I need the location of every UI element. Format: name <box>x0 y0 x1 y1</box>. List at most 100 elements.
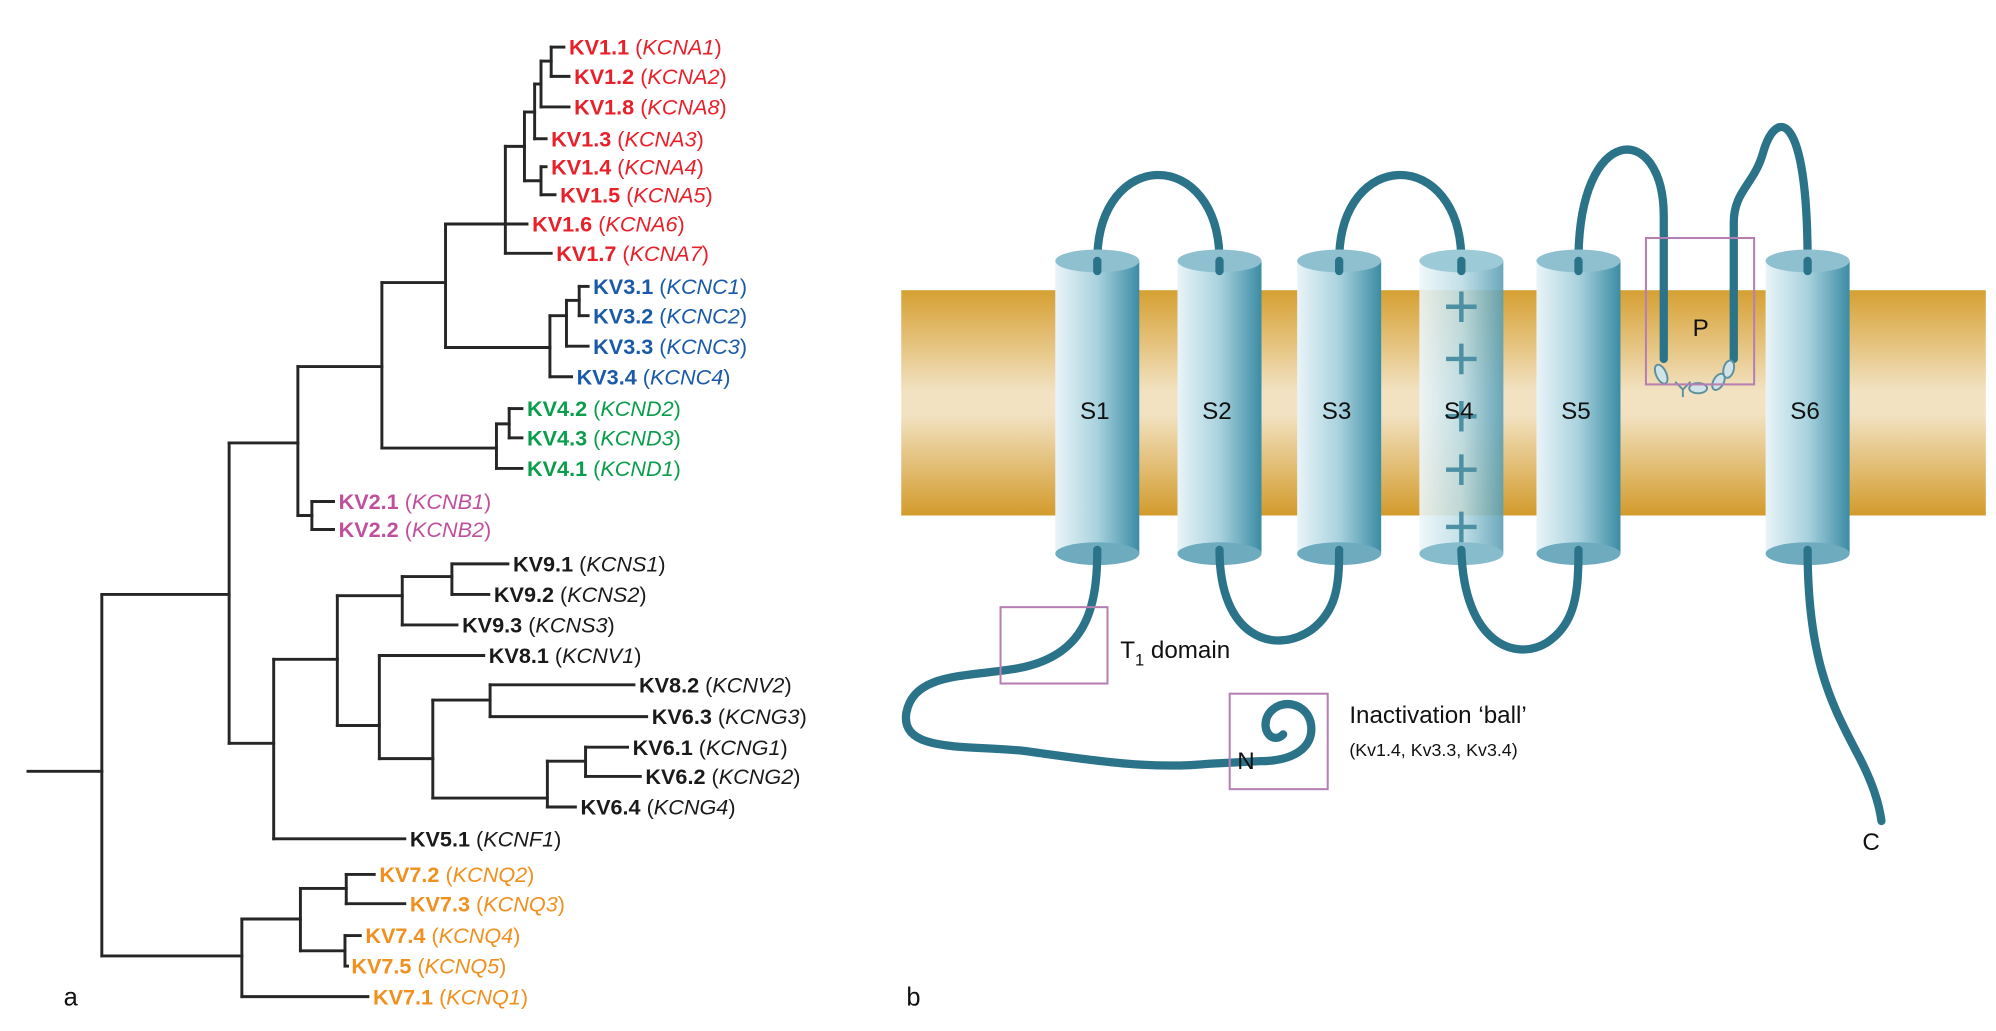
label-s5: S5 <box>1561 398 1591 425</box>
protein-name: KV6.3 <box>652 704 712 729</box>
tree-leaf-label: KV2.1 (KCNB1) <box>339 489 492 514</box>
protein-name: KV9.2 <box>494 582 554 607</box>
tree-leaf-label: KV9.3 (KCNS3) <box>462 613 615 638</box>
protein-name: KV1.3 <box>551 126 611 151</box>
gene-name: KCNB2 <box>412 517 484 542</box>
positive-charge-icons <box>1446 291 1477 543</box>
loop-s4-s5 <box>1457 545 1583 654</box>
gene-name: KCNC4 <box>650 364 723 389</box>
channel-topology-diagram: S1 S2 S3 S4 S5 S6 P T1 domain Inactivati… <box>901 122 1986 856</box>
n-terminus-label: N <box>1237 748 1254 775</box>
gene-name: KCNC3 <box>667 334 740 359</box>
tree-leaf-label: KV8.2 (KCNV2) <box>639 672 792 697</box>
tree-leaf-label: KV8.1 (KCNV1) <box>489 643 642 668</box>
gene-name: KCNC2 <box>667 303 740 328</box>
protein-name: KV6.2 <box>645 764 705 789</box>
tree-leaf-label: KV7.3 (KCNQ3) <box>410 891 565 916</box>
n-terminal-chain <box>902 545 1316 770</box>
tree-leaf-label: KV6.1 (KCNG1) <box>633 735 788 760</box>
gene-name: KCNG1 <box>706 735 781 760</box>
label-s4: S4 <box>1444 398 1474 425</box>
tree-branches <box>26 45 649 999</box>
loop-stubs <box>1093 256 1812 276</box>
tree-leaf-label: KV6.3 (KCNG3) <box>652 704 807 729</box>
segment-labels: S1 S2 S3 S4 S5 S6 P <box>1080 315 1820 425</box>
gene-name: KCNQ1 <box>446 984 521 1009</box>
gene-name: KCNQ5 <box>425 954 500 979</box>
gene-name: KCNQ2 <box>453 862 528 887</box>
tree-leaf-label: KV1.2 (KCNA2) <box>574 64 727 89</box>
tree-leaf-label: KV1.3 (KCNA3) <box>551 126 704 151</box>
protein-name: KV6.1 <box>633 735 693 760</box>
gene-name: KCNA3 <box>625 126 697 151</box>
loop-s2-s3 <box>1215 545 1344 645</box>
protein-name: KV1.7 <box>556 241 616 266</box>
panel-a-letter: a <box>64 984 79 1012</box>
gene-name: KCNA2 <box>647 64 719 89</box>
tree-leaf-label: KV3.3 (KCNC3) <box>593 334 747 359</box>
gene-name: KCNG2 <box>719 764 794 789</box>
loop-s5-pore <box>1574 145 1668 364</box>
gene-name: KCNS1 <box>586 552 658 577</box>
protein-name: KV3.1 <box>593 274 653 299</box>
protein-name: KV7.1 <box>373 984 433 1009</box>
protein-name: KV4.1 <box>527 456 587 481</box>
tree-leaf-label: KV4.1 (KCND1) <box>527 456 681 481</box>
protein-name: KV3.2 <box>593 303 653 328</box>
tree-leaf-label: KV1.1 (KCNA1) <box>569 35 722 60</box>
gene-name: KCNG3 <box>725 704 800 729</box>
tree-leaf-label: KV1.8 (KCNA8) <box>574 95 727 120</box>
tree-leaf-label: KV5.1 (KCNF1) <box>410 826 561 851</box>
helix-s6 <box>1765 249 1850 566</box>
tree-leaf-label: KV4.3 (KCND3) <box>527 425 681 450</box>
c-terminus-label: C <box>1862 829 1879 856</box>
t1-domain-box <box>999 606 1109 685</box>
tree-leaf-label: KV1.5 (KCNA5) <box>560 182 713 207</box>
protein-name: KV2.1 <box>339 489 399 514</box>
pore-box <box>1644 237 1756 386</box>
tree-leaf-label: KV1.4 (KCNA4) <box>551 154 704 179</box>
gene-name: KCNV1 <box>562 643 634 668</box>
gene-name: KCNV2 <box>712 672 784 697</box>
tree-leaf-label: KV3.2 (KCNC2) <box>593 303 747 328</box>
gene-name: KCNG4 <box>654 795 729 820</box>
gene-name: KCNB1 <box>412 489 484 514</box>
tree-leaf-label: KV2.2 (KCNB2) <box>339 517 492 542</box>
loop-s3-s4 <box>1335 171 1466 266</box>
protein-name: KV1.5 <box>560 182 620 207</box>
protein-name: KV1.1 <box>569 35 629 60</box>
gene-name: KCND2 <box>600 396 673 421</box>
tree-leaf-label: KV1.6 (KCNA6) <box>532 212 685 237</box>
protein-name: KV3.4 <box>577 364 637 389</box>
protein-name: KV7.2 <box>379 862 439 887</box>
protein-name: KV2.2 <box>339 517 399 542</box>
tree-leaf-label: KV6.2 (KCNG2) <box>645 764 800 789</box>
selectivity-filter <box>1653 359 1736 398</box>
tree-leaf-label: KV6.4 (KCNG4) <box>580 795 735 820</box>
protein-name: KV1.8 <box>574 95 634 120</box>
protein-name: KV3.3 <box>593 334 653 359</box>
gene-name: KCNA1 <box>642 35 714 60</box>
protein-name: KV4.3 <box>527 425 587 450</box>
gene-name: KCND3 <box>600 425 673 450</box>
protein-name: KV9.3 <box>462 613 522 638</box>
protein-name: KV4.2 <box>527 396 587 421</box>
protein-name: KV9.1 <box>513 552 573 577</box>
gene-name: KCNA7 <box>630 241 703 266</box>
gene-name: KCNS2 <box>567 582 639 607</box>
tree-leaf-label: KV7.4 (KCNQ4) <box>365 923 520 948</box>
gene-name: KCNQ4 <box>439 923 514 948</box>
panel-b-letter: b <box>906 984 920 1012</box>
protein-name: KV1.6 <box>532 212 592 237</box>
protein-name: KV7.4 <box>365 923 425 948</box>
tree-leaf-label: KV9.2 (KCNS2) <box>494 582 647 607</box>
protein-name: KV7.5 <box>351 954 411 979</box>
protein-name: KV8.1 <box>489 643 549 668</box>
gene-name: KCNA8 <box>647 95 719 120</box>
protein-name: KV8.2 <box>639 672 699 697</box>
helix-s4-voltage-sensor <box>1419 249 1504 566</box>
label-s1: S1 <box>1080 398 1110 425</box>
loop-s1-s2 <box>1093 171 1224 266</box>
gene-name: KCNC1 <box>667 274 740 299</box>
